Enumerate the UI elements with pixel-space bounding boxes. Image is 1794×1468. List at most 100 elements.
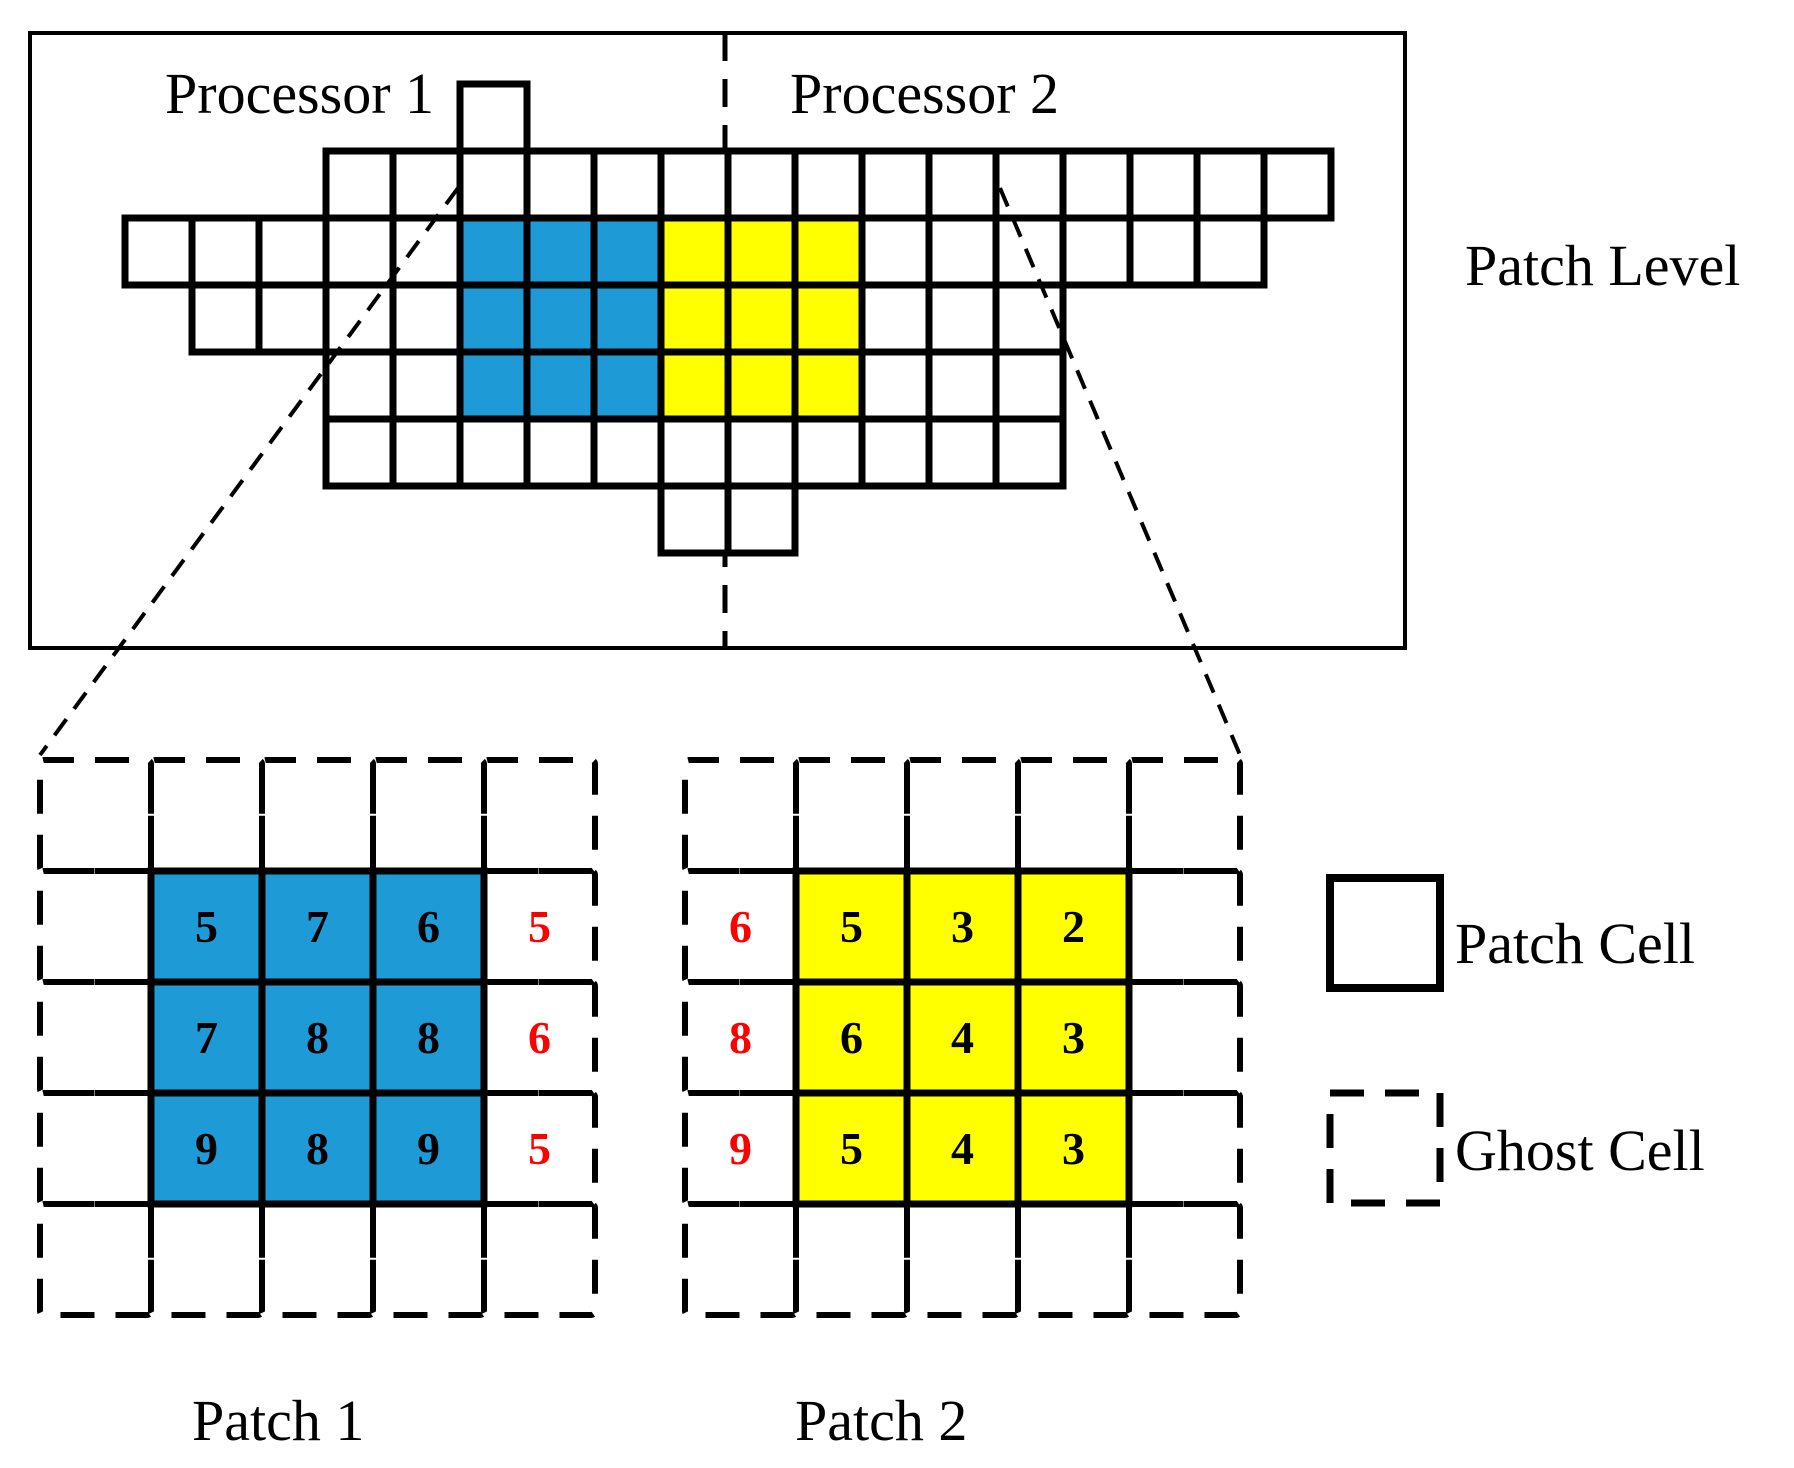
level-cell (791, 348, 866, 423)
patch-1-ghost-cell (37, 1201, 154, 1318)
level-cell (523, 348, 598, 423)
level-cell (456, 415, 531, 490)
level-cell (1059, 147, 1134, 222)
legend-patch-cell-swatch (1326, 874, 1444, 992)
level-cell (858, 281, 933, 356)
level-cell (724, 415, 799, 490)
level-cell (456, 147, 531, 222)
legend-ghost-cell-swatch (1326, 1089, 1444, 1207)
level-cell (724, 147, 799, 222)
patch-1-label: Patch 1 (192, 1388, 364, 1453)
level-cell (322, 147, 397, 222)
patch-level-frame (28, 31, 1407, 650)
level-cell (858, 348, 933, 423)
patch-2-ghost-cell (1126, 979, 1243, 1096)
legend-group (1326, 874, 1444, 1207)
patch-1-cell-value: 7 (195, 1012, 218, 1063)
level-cell (657, 348, 732, 423)
level-cell (992, 147, 1067, 222)
level-cell (590, 147, 665, 222)
level-cell (1260, 147, 1335, 222)
patch-2-ghost-value: 6 (729, 901, 752, 952)
patch-level-label: Patch Level (1465, 233, 1740, 298)
level-cell (992, 415, 1067, 490)
patch-2-ghost-cell (1015, 757, 1132, 874)
patch-1-patch-cell (147, 1089, 266, 1208)
level-cell (389, 415, 464, 490)
level-cell (590, 214, 665, 289)
level-cell (992, 281, 1067, 356)
level-cell (590, 281, 665, 356)
level-cell (791, 147, 866, 222)
patch-2-cell-value: 2 (1062, 901, 1085, 952)
level-cell (121, 214, 196, 289)
level-cell (657, 147, 732, 222)
level-cell (925, 214, 1000, 289)
level-cell (925, 281, 1000, 356)
patch-2-cell-value: 3 (951, 901, 974, 952)
level-cell (456, 214, 531, 289)
patch-1-ghost-cell (481, 1090, 598, 1207)
level-cell (724, 214, 799, 289)
level-cell (724, 348, 799, 423)
patch-2-ghost-cell (1126, 868, 1243, 985)
level-cell (724, 281, 799, 356)
patch-1-patch-cell (369, 978, 488, 1097)
patch-1-patch-cell (147, 867, 266, 986)
level-cell (590, 348, 665, 423)
patch-2-cell-value: 4 (951, 1012, 974, 1063)
patch-1-ghost-cell (481, 1201, 598, 1318)
patch-1-ghost-cell (481, 757, 598, 874)
level-cell (523, 214, 598, 289)
level-cell (389, 281, 464, 356)
patch-2-cell-value: 3 (1062, 1123, 1085, 1174)
patch-2-cell-value: 5 (840, 901, 863, 952)
level-cell (188, 214, 263, 289)
level-cell (1126, 147, 1201, 222)
patch-2-cell-value: 3 (1062, 1012, 1085, 1063)
level-cell (858, 147, 933, 222)
patch-1-ghost-value: 5 (528, 1123, 551, 1174)
patch-1-cell-value: 9 (195, 1123, 218, 1174)
patch-1-cell-value: 8 (417, 1012, 440, 1063)
patch-2-patch-cell (792, 978, 911, 1097)
patch-level-group (28, 31, 1407, 650)
level-cell (992, 214, 1067, 289)
level-cell (657, 214, 732, 289)
level-cell (322, 415, 397, 490)
patch-1-ghost-cell (259, 757, 376, 874)
level-cell (1126, 214, 1201, 289)
patch-2-ghost-cell (904, 1201, 1021, 1318)
patch-2-ghost-cell (793, 757, 910, 874)
legend-patch-cell-label: Patch Cell (1455, 911, 1695, 976)
patch-1-ghost-value: 6 (528, 1012, 551, 1063)
patch-2-ghost-cell (682, 1090, 799, 1207)
level-cell (724, 482, 799, 557)
zoom-connector-group (38, 186, 1242, 757)
patch-2-ghost-cell (904, 757, 1021, 874)
patch-1-ghost-cell (148, 757, 265, 874)
patch-2-patch-cell (1014, 1089, 1133, 1208)
patch-1-patch-cell (258, 1089, 377, 1208)
level-cell (657, 281, 732, 356)
level-cell (1193, 214, 1268, 289)
patch-1-ghost-cell (37, 757, 154, 874)
zoom-line-left (38, 186, 460, 757)
patch-1-cell-value: 6 (417, 901, 440, 952)
patch-2-ghost-cell (1126, 757, 1243, 874)
level-cell (523, 281, 598, 356)
level-cell (925, 415, 1000, 490)
patch-1-ghost-cell (481, 979, 598, 1096)
patch-2-patch-cell (903, 1089, 1022, 1208)
level-cell (322, 281, 397, 356)
level-cell (791, 214, 866, 289)
level-cell (992, 348, 1067, 423)
level-cell (791, 281, 866, 356)
level-cell (389, 348, 464, 423)
level-cell (590, 415, 665, 490)
patch-1-ghost-cell (259, 1201, 376, 1318)
patch-2-ghost-cell (682, 979, 799, 1096)
patch-1-cell-value: 8 (306, 1012, 329, 1063)
